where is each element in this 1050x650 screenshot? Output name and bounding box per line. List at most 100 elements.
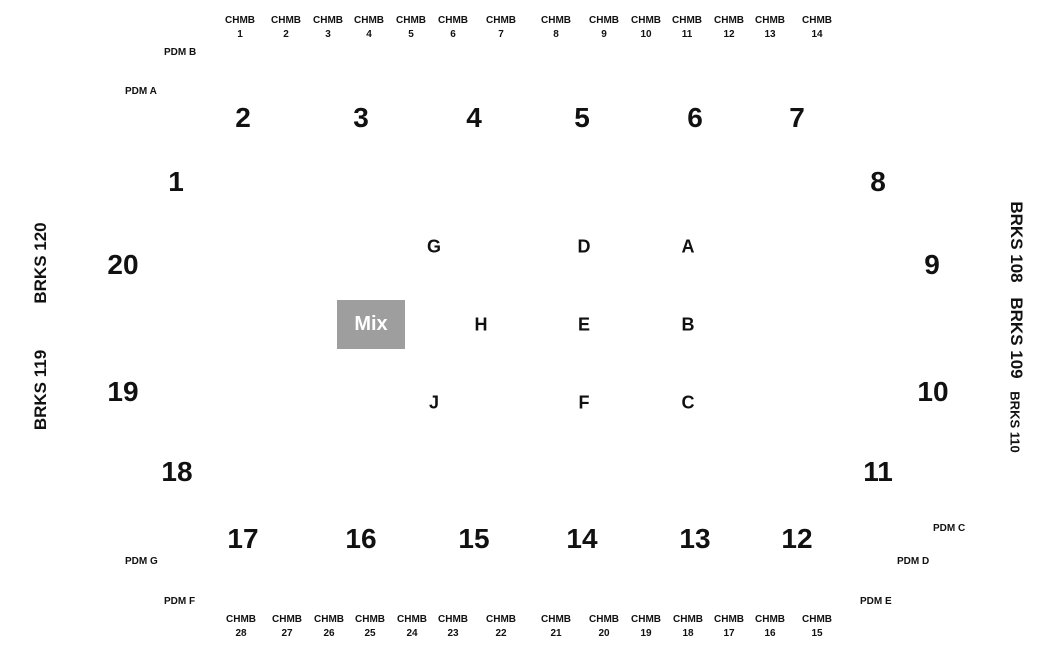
chamber-number: 19 bbox=[640, 628, 652, 639]
brks-label-119[interactable]: BRKS 119 bbox=[31, 349, 50, 431]
chamber-prefix: CHMB bbox=[714, 15, 744, 26]
chamber-number: 3 bbox=[325, 29, 331, 40]
section-15[interactable]: 15 bbox=[458, 523, 490, 554]
chamber-prefix: CHMB bbox=[631, 15, 661, 26]
chamber-prefix: CHMB bbox=[802, 614, 832, 625]
floor-section-f[interactable]: F bbox=[578, 392, 590, 413]
chamber-number: 14 bbox=[811, 29, 823, 40]
brks-label-109[interactable]: BRKS 109 bbox=[1007, 297, 1026, 379]
section-16[interactable]: 16 bbox=[345, 523, 377, 554]
floor-section-d[interactable]: D bbox=[577, 236, 591, 257]
chamber-prefix: CHMB bbox=[272, 614, 302, 625]
section-9[interactable]: 9 bbox=[924, 249, 940, 280]
pdm-label-b[interactable]: PDM B bbox=[164, 47, 197, 58]
floor-section-j[interactable]: J bbox=[428, 392, 440, 413]
chamber-number: 15 bbox=[811, 628, 823, 639]
section-14[interactable]: 14 bbox=[566, 523, 598, 554]
section-11[interactable]: 11 bbox=[863, 456, 893, 487]
chamber-prefix: CHMB bbox=[714, 614, 744, 625]
pdm-label-e[interactable]: PDM E bbox=[860, 596, 892, 607]
section-2[interactable]: 2 bbox=[235, 102, 251, 133]
chamber-label[interactable]: CHMB 15 bbox=[792, 613, 842, 641]
chamber-label[interactable]: CHMB 14 bbox=[792, 14, 842, 42]
chamber-prefix: CHMB bbox=[355, 614, 385, 625]
pdm-label-g[interactable]: PDM G bbox=[125, 556, 158, 567]
brks-label-108[interactable]: BRKS 108 bbox=[1007, 201, 1026, 283]
floor-section-g[interactable]: G bbox=[426, 236, 442, 257]
section-17[interactable]: 17 bbox=[227, 523, 259, 554]
chamber-prefix: CHMB bbox=[438, 15, 468, 26]
chamber-number: 13 bbox=[764, 29, 776, 40]
chamber-label[interactable]: CHMB 6 bbox=[428, 14, 478, 42]
section-5[interactable]: 5 bbox=[574, 102, 590, 133]
chamber-number: 26 bbox=[323, 628, 335, 639]
section-3[interactable]: 3 bbox=[353, 102, 369, 133]
chamber-prefix: CHMB bbox=[397, 614, 427, 625]
section-19[interactable]: 19 bbox=[107, 376, 139, 407]
chamber-prefix: CHMB bbox=[541, 15, 571, 26]
floor-section-h[interactable]: H bbox=[474, 314, 488, 335]
floor-section-a[interactable]: A bbox=[681, 236, 695, 257]
chamber-prefix: CHMB bbox=[225, 15, 255, 26]
chamber-prefix: CHMB bbox=[802, 15, 832, 26]
section-10[interactable]: 10 bbox=[917, 376, 949, 407]
brks-label-110[interactable]: BRKS 110 bbox=[1007, 391, 1023, 453]
section-4[interactable]: 4 bbox=[466, 102, 482, 133]
chamber-prefix: CHMB bbox=[314, 614, 344, 625]
pdm-label-a[interactable]: PDM A bbox=[125, 86, 157, 97]
mix-position[interactable]: Mix bbox=[337, 300, 405, 349]
chamber-number: 27 bbox=[281, 628, 293, 639]
chamber-number: 22 bbox=[495, 628, 507, 639]
section-6[interactable]: 6 bbox=[687, 102, 703, 133]
brks-label-120[interactable]: BRKS 120 bbox=[31, 222, 50, 304]
chamber-number: 18 bbox=[682, 628, 694, 639]
section-12[interactable]: 12 bbox=[781, 523, 813, 554]
pdm-label-c[interactable]: PDM C bbox=[933, 523, 966, 534]
section-8[interactable]: 8 bbox=[870, 166, 886, 197]
section-20[interactable]: 20 bbox=[107, 249, 139, 280]
floor-section-b[interactable]: B bbox=[681, 314, 695, 335]
section-1[interactable]: 1 bbox=[168, 166, 184, 197]
pdm-label-f[interactable]: PDM F bbox=[164, 596, 196, 607]
chamber-prefix: CHMB bbox=[486, 15, 516, 26]
chamber-prefix: CHMB bbox=[755, 614, 785, 625]
chamber-number: 23 bbox=[447, 628, 459, 639]
chamber-number: 6 bbox=[450, 29, 456, 40]
pdm-label-d[interactable]: PDM D bbox=[897, 556, 930, 567]
chamber-number: 20 bbox=[598, 628, 610, 639]
chamber-label[interactable]: CHMB 27 bbox=[262, 613, 312, 641]
section-13[interactable]: 13 bbox=[679, 523, 711, 554]
floor-section-e[interactable]: E bbox=[577, 314, 591, 335]
chamber-label[interactable]: CHMB 16 bbox=[745, 613, 795, 641]
chamber-prefix: CHMB bbox=[271, 15, 301, 26]
section-7[interactable]: 7 bbox=[789, 102, 805, 133]
chamber-label[interactable]: CHMB 26 bbox=[304, 613, 354, 641]
floor-section-c[interactable]: C bbox=[681, 392, 695, 413]
chamber-number: 28 bbox=[235, 628, 247, 639]
chamber-prefix: CHMB bbox=[396, 15, 426, 26]
section-18[interactable]: 18 bbox=[161, 456, 193, 487]
chamber-number: 16 bbox=[764, 628, 776, 639]
